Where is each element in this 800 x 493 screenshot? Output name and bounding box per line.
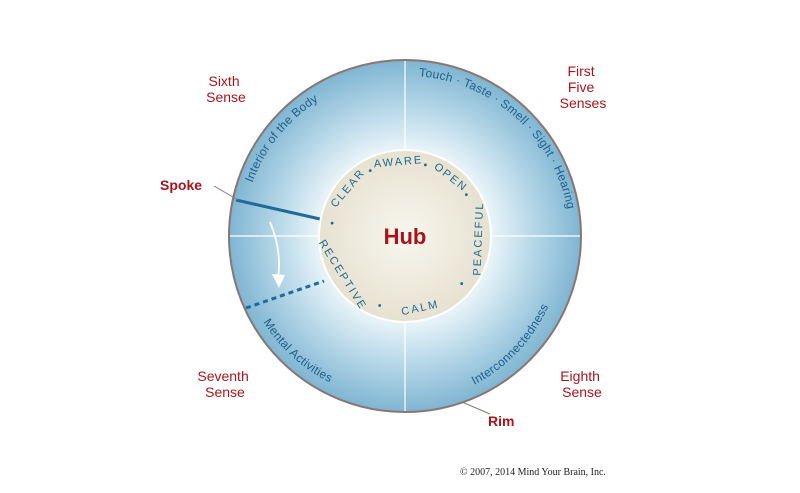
label-seventh-sense: Seventh Sense [197,368,252,400]
hub-separator-dot [423,163,427,167]
callout-spoke: Spoke [160,177,202,193]
hub-separator-dot [460,282,464,285]
hub-separator-dot [378,304,382,307]
label-eighth-sense: Eighth Sense [560,368,604,400]
callout-spoke-leader [213,185,239,201]
hub-circle [318,149,492,323]
hub-quality-aware: AWARE [373,154,423,170]
hub-quality-peaceful: PEACEFUL [472,201,487,275]
hub-title: Hub [384,224,427,249]
hub-separator-dot [368,169,372,173]
copyright-notice: © 2007, 2014 Mind Your Brain, Inc. [460,467,606,478]
movement-arrow-icon [269,221,280,279]
hub-separator-dot [464,193,468,197]
spoke-dashed [245,279,325,310]
label-first-five-senses: First Five Senses [560,63,607,111]
hub-separator-dot [330,221,334,225]
callout-rim: Rim [488,413,514,429]
label-sixth-sense: Sixth Sense [206,73,246,105]
movement-arrow-head-icon [272,274,285,288]
spoke-solid [235,198,321,221]
callout-rim-leader [461,401,491,415]
